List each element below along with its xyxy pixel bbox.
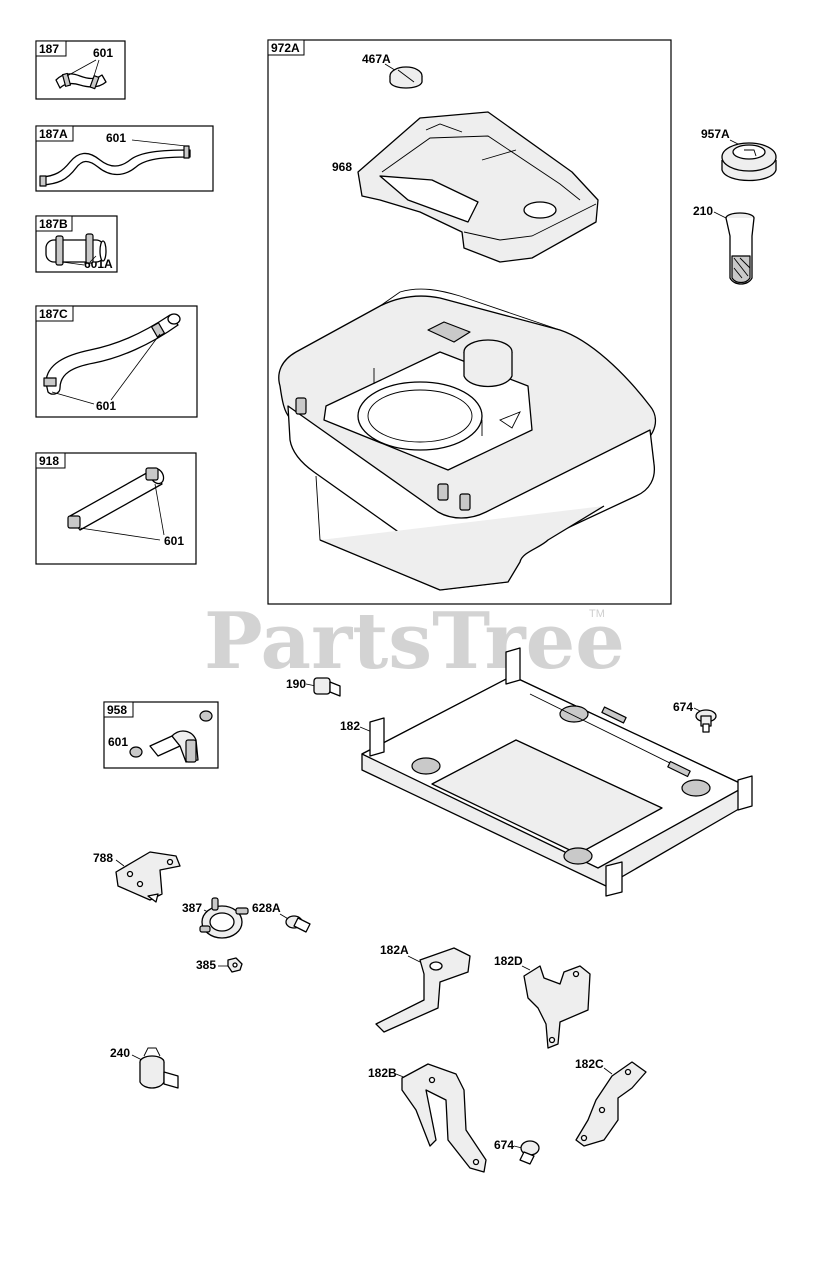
part-label-674: 674 [494,1138,514,1152]
hose-part-187C [43,313,181,405]
part-label-182B: 182B [368,1066,397,1080]
bracket-182A-icon [375,947,471,1033]
part-674-upper[interactable]: 674 [673,700,717,733]
part-628A[interactable]: 628A [252,901,311,933]
hose-part-187B [45,233,107,266]
part-210[interactable]: 210 [693,204,755,285]
part-label-957A: 957A [701,127,730,141]
bracket-182D-icon [523,965,591,1049]
callout-box-187C[interactable]: 187C 601 [35,305,198,418]
callout-box-187A[interactable]: 187A 601 [35,125,214,192]
part-label-190: 190 [286,677,306,691]
bracket-182C-icon [575,1061,647,1147]
box-id-187B: 187B [39,217,68,231]
part-182B[interactable]: 182B [368,1063,487,1173]
box-id-187A: 187A [39,127,68,141]
bracket-182B-icon [401,1063,487,1173]
box-id-958: 958 [107,703,127,717]
part-label-182C: 182C [575,1057,604,1071]
part-label-387: 387 [182,901,202,915]
part-label-601: 601 [164,534,184,548]
callout-box-918[interactable]: 918 601 [35,452,197,565]
screw-674-lower-icon [519,1140,540,1165]
part-788[interactable]: 788 [93,851,181,903]
part-label-467A: 467A [362,52,391,66]
fuel-tank-part [278,288,657,591]
part-182A[interactable]: 182A [375,943,471,1033]
part-label-601: 601 [96,399,116,413]
box-id-187: 187 [39,42,59,56]
part-190[interactable]: 190 [286,677,341,697]
fitting-190-icon [313,677,341,697]
part-label-210: 210 [693,204,713,218]
part-387[interactable]: 387 [182,897,249,939]
fuel-cap-part [389,66,423,89]
box-id-972A: 972A [271,41,300,55]
fuel-strainer-icon [725,212,755,285]
watermark: PartsTree [204,596,625,687]
part-label-240: 240 [110,1046,130,1060]
part-label-182: 182 [340,719,360,733]
callout-box-187[interactable]: 187 601 [35,40,126,100]
part-label-601: 601 [106,131,126,145]
part-label-601: 601 [93,46,113,60]
hose-part-918 [67,467,165,541]
part-label-628A: 628A [252,901,281,915]
part-182C[interactable]: 182C [575,1057,647,1147]
bracket-788-icon [115,851,181,903]
fuel-pump-icon [199,897,249,939]
hose-part-187 [55,59,107,90]
callout-box-958[interactable]: 958 601 [103,701,219,769]
callout-box-187B[interactable]: 187B 601A [35,215,118,273]
callout-box-972A[interactable]: 972A 467A 968 [267,39,672,605]
part-label-601: 601 [108,735,128,749]
screw-674-icon [695,709,717,733]
part-385[interactable]: 385 [196,957,243,973]
part-label-182A: 182A [380,943,409,957]
part-label-385: 385 [196,958,216,972]
hose-part-187A [39,139,191,187]
screw-628A-icon [285,915,311,933]
part-240[interactable]: 240 [110,1046,179,1089]
part-label-968: 968 [332,160,352,174]
part-label-788: 788 [93,851,113,865]
part-label-182D: 182D [494,954,523,968]
fitting-240-icon [139,1047,179,1089]
shutoff-valve-part [129,710,213,763]
base-frame-icon [361,647,753,897]
watermark-trademark: TM [589,608,605,620]
fuel-cap-957A-icon [721,142,777,182]
box-id-187C: 187C [39,307,68,321]
part-674-lower[interactable]: 674 [494,1138,540,1165]
part-957A[interactable]: 957A [701,127,777,182]
part-label-674: 674 [673,700,693,714]
part-182[interactable]: 182 [340,647,753,897]
box-id-918: 918 [39,454,59,468]
part-182D[interactable]: 182D [494,954,591,1049]
tank-cover-part [357,111,599,263]
nut-385-icon [227,957,243,973]
